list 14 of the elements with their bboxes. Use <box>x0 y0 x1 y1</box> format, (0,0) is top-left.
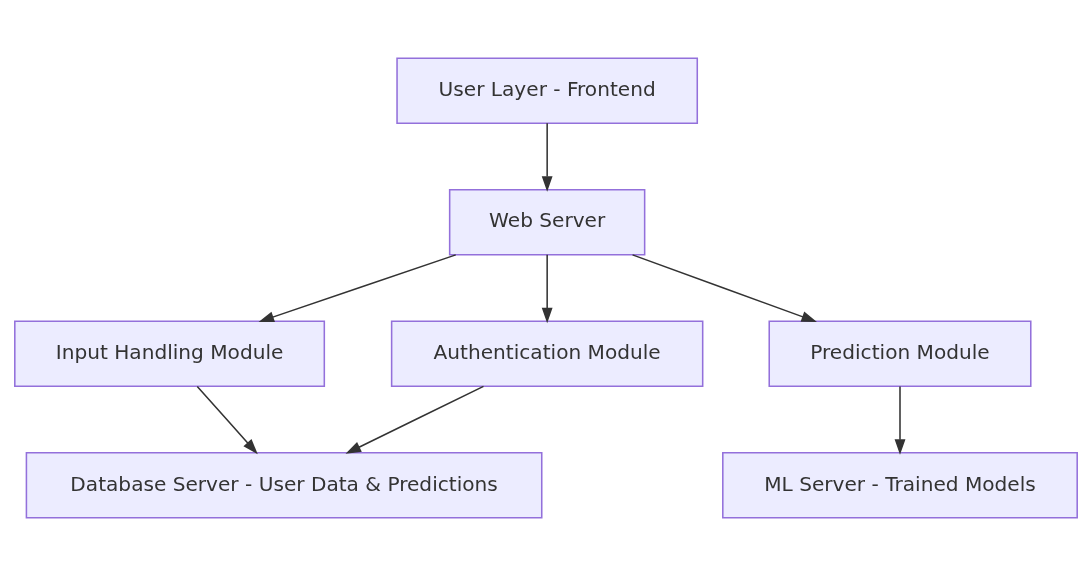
arrow <box>541 122 553 192</box>
node-box: Database Server - User Data & Predictions <box>25 451 543 519</box>
arrow <box>894 385 906 455</box>
node-box: Web Server <box>448 188 646 255</box>
node-box: User Layer - Frontend <box>396 56 699 124</box>
arrow <box>196 385 258 454</box>
node-box: Authentication Module <box>390 320 704 387</box>
node-box: Prediction Module <box>768 320 1032 387</box>
arrow <box>541 253 553 323</box>
arrow <box>258 253 457 322</box>
arrow <box>345 385 485 454</box>
node-box: Input Handling Module <box>14 320 326 387</box>
arrow <box>631 253 817 322</box>
node-box: ML Server - Trained Models <box>722 451 1078 519</box>
